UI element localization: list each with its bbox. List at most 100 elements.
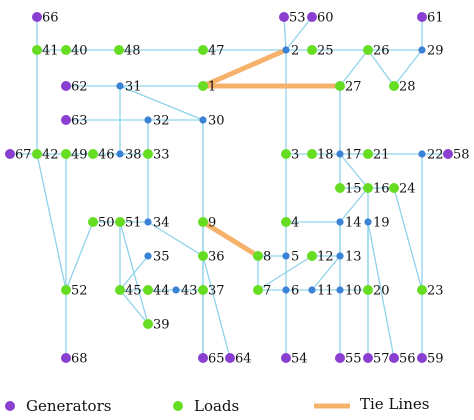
load-node-marker	[198, 251, 208, 261]
legend-loads: Loads	[173, 397, 239, 415]
tie-line-1-2	[200, 47, 289, 89]
bus-label: 29	[427, 44, 444, 59]
load-node-marker	[417, 285, 427, 295]
line-52-50	[65, 221, 94, 291]
bus-label: 51	[125, 216, 142, 231]
bus-label: 50	[98, 216, 115, 231]
bus-22: 22	[418, 148, 444, 163]
bus-label: 46	[98, 148, 115, 163]
bus-27: 27	[335, 80, 362, 95]
bus-26: 26	[363, 44, 390, 59]
tie-line-edges	[200, 47, 343, 259]
bus-label: 65	[208, 352, 225, 367]
bus-label: 48	[124, 44, 141, 59]
bus-label: 60	[317, 11, 334, 26]
junction-node-marker	[418, 150, 426, 158]
load-node-marker	[88, 149, 98, 159]
bus-label: 53	[289, 11, 306, 26]
bus-13: 13	[336, 250, 362, 265]
bus-label: 33	[153, 148, 170, 163]
bus-11: 11	[308, 284, 334, 299]
generator-node-marker	[198, 353, 208, 363]
line-60-2	[285, 16, 313, 51]
bus-4: 4	[281, 216, 299, 231]
bus-48: 48	[114, 44, 141, 59]
legend: Generators Loads Tie Lines	[5, 395, 429, 415]
legend-tie-lines-label: Tie Lines	[360, 395, 429, 413]
bus-label: 30	[208, 114, 225, 129]
generator-node-marker	[281, 353, 291, 363]
load-node-marker	[363, 285, 373, 295]
bus-label: 31	[125, 80, 142, 95]
bus-1: 1	[198, 80, 216, 95]
line-34-36	[147, 221, 204, 257]
line-edges	[9, 16, 449, 359]
bus-19: 19	[364, 216, 390, 231]
load-node-marker	[32, 45, 42, 55]
bus-label: 39	[153, 318, 170, 333]
bus-36: 36	[198, 250, 225, 265]
bus-35: 35	[144, 250, 170, 265]
bus-21: 21	[363, 148, 390, 163]
bus-39: 39	[143, 318, 170, 333]
bus-10: 10	[336, 284, 362, 299]
bus-label: 25	[317, 44, 334, 59]
bus-17: 17	[336, 148, 362, 163]
bus-label: 15	[345, 182, 362, 197]
junction-node-marker	[336, 218, 344, 226]
line-31-30	[119, 85, 204, 121]
bus-53: 53	[279, 11, 306, 26]
generator-node-marker	[279, 12, 289, 22]
bus-65: 65	[198, 352, 225, 367]
bus-5: 5	[282, 250, 299, 265]
bus-label: 64	[235, 352, 252, 367]
junction-node-marker	[282, 252, 290, 260]
generator-node-marker	[389, 353, 399, 363]
junction-node-marker	[336, 286, 344, 294]
load-node-marker	[307, 251, 317, 261]
line-53-2	[283, 16, 287, 51]
bus-33: 33	[143, 148, 170, 163]
bus-label: 57	[373, 352, 390, 367]
load-node-marker	[143, 285, 153, 295]
bus-47: 47	[198, 44, 225, 59]
bus-61: 61	[417, 11, 444, 26]
line-45-39	[119, 289, 149, 325]
bus-label: 12	[317, 250, 334, 265]
bus-49: 49	[61, 148, 88, 163]
generator-node-marker	[5, 149, 15, 159]
bus-label: 10	[345, 284, 362, 299]
junction-node-marker	[199, 116, 207, 124]
bus-label: 6	[291, 284, 299, 299]
bus-57: 57	[363, 352, 390, 367]
generator-node-marker	[417, 353, 427, 363]
bus-52: 52	[61, 284, 88, 299]
line-26-27	[339, 49, 369, 87]
bus-29: 29	[418, 44, 444, 59]
bus-label: 11	[317, 284, 334, 299]
generator-node-marker	[307, 12, 317, 22]
bus-label: 40	[71, 44, 88, 59]
load-marker	[173, 401, 183, 411]
load-node-marker	[363, 45, 373, 55]
load-node-marker	[389, 81, 399, 91]
bus-label: 32	[153, 114, 170, 129]
bus-28: 28	[389, 80, 416, 95]
load-node-marker	[198, 45, 208, 55]
bus-label: 44	[153, 284, 170, 299]
bus-label: 47	[208, 44, 225, 59]
load-node-marker	[88, 217, 98, 227]
junction-node-marker	[336, 252, 344, 260]
bus-label: 20	[373, 284, 390, 299]
bus-56: 56	[389, 352, 416, 367]
bus-label: 22	[427, 148, 444, 163]
bus-42: 42	[32, 148, 59, 163]
bus-label: 1	[208, 80, 216, 95]
legend-loads-label: Loads	[194, 397, 239, 415]
bus-label: 59	[427, 352, 444, 367]
load-node-marker	[253, 251, 263, 261]
generator-node-marker	[32, 12, 42, 22]
bus-label: 38	[125, 148, 142, 163]
generator-node-marker	[417, 12, 427, 22]
tie-line-9-8	[200, 219, 261, 259]
